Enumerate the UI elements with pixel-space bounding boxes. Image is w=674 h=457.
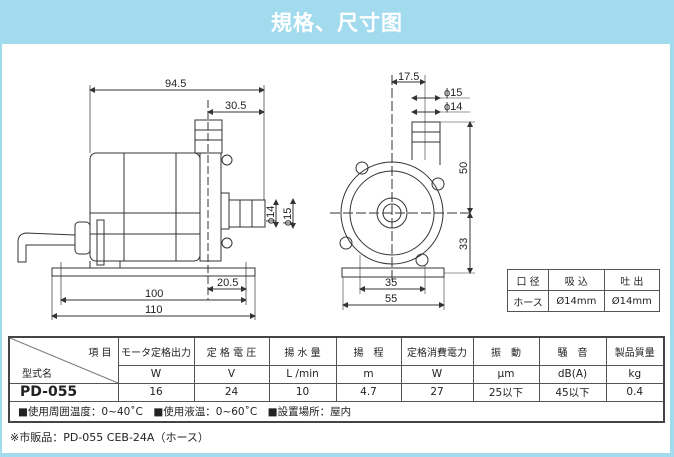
usage-note: ■使用周囲温度：0~40˚C ■使用液温：0~60˚C ■設置場所：屋内: [8, 400, 665, 423]
header-cell: 定 格 電 圧: [193, 336, 270, 366]
unit-cell: µm: [472, 364, 540, 384]
dim-110: 110: [145, 304, 163, 316]
page-title: 規格、尺寸图: [271, 11, 403, 35]
port-header: 吸 込: [548, 269, 605, 291]
front-view: 17.5 ϕ15 ϕ14 50 33 35 55: [330, 71, 475, 310]
dim-94-5: 94.5: [165, 78, 186, 90]
dim-front-d15: ϕ15: [444, 87, 462, 99]
header-cell: 製品質量: [605, 336, 665, 366]
header-cell: 振 動: [472, 336, 540, 366]
dim-d14: ϕ14: [265, 206, 277, 224]
value-cell: 4.7: [335, 382, 402, 402]
dim-33: 33: [458, 238, 470, 250]
value-cell: 16: [117, 382, 195, 402]
dim-front-d14: ϕ14: [444, 101, 462, 113]
port-cell: Ø14mm: [548, 290, 605, 312]
unit-cell: L /min: [268, 364, 337, 384]
dim-20-5: 20.5: [217, 277, 238, 289]
value-cell: 45以下: [538, 382, 607, 402]
port-cell: Ø14mm: [603, 290, 661, 312]
dim-50: 50: [458, 162, 470, 174]
dim-100: 100: [145, 288, 163, 300]
dim-30-5: 30.5: [225, 100, 246, 112]
corner-bottom-label: 型式名: [22, 368, 52, 380]
spec-table: 項 目 型式名 モータ定格出力 定 格 電 圧 揚 水 量 揚 程 定格消費電力…: [8, 336, 665, 423]
value-cell: 25以下: [472, 382, 540, 402]
header-cell: モータ定格出力: [117, 336, 195, 366]
unit-cell: m: [335, 364, 402, 384]
footnote: ※市販品：PD-055 CEB-24A（ホース）: [10, 431, 209, 444]
port-header: 吐 出: [603, 269, 661, 291]
unit-cell: W: [400, 364, 474, 384]
unit-cell: V: [193, 364, 270, 384]
dim-d15: ϕ15: [282, 208, 294, 226]
dim-55: 55: [385, 293, 397, 305]
corner-top-label: 項 目: [88, 348, 112, 359]
value-cell: 10: [268, 382, 337, 402]
dimension-drawing: 94.5 30.5 ϕ14 ϕ15 20.5 100 110 17.5 ϕ15 …: [17, 71, 475, 320]
unit-cell: kg: [605, 364, 665, 384]
model-name: PD-055: [8, 382, 119, 402]
header-cell: 定格消費電力: [400, 336, 474, 366]
header-cell: 騒 音: [538, 336, 607, 366]
dim-17-5: 17.5: [398, 71, 419, 83]
value-cell: 24: [193, 382, 270, 402]
dim-35: 35: [385, 277, 397, 289]
unit-cell: W: [117, 364, 195, 384]
header-cell: 揚 程: [335, 336, 402, 366]
value-cell: 0.4: [605, 382, 665, 402]
side-view: 94.5 30.5 ϕ14 ϕ15 20.5 100 110: [17, 78, 296, 320]
port-header: 口 径: [506, 269, 550, 291]
corner-cell: 項 目 型式名: [8, 336, 119, 384]
unit-cell: dB(A): [538, 364, 607, 384]
header-cell: 揚 水 量: [268, 336, 337, 366]
header-bar: 規格、尺寸图: [0, 0, 674, 44]
port-cell: ホース: [506, 290, 550, 312]
value-cell: 27: [400, 382, 474, 402]
